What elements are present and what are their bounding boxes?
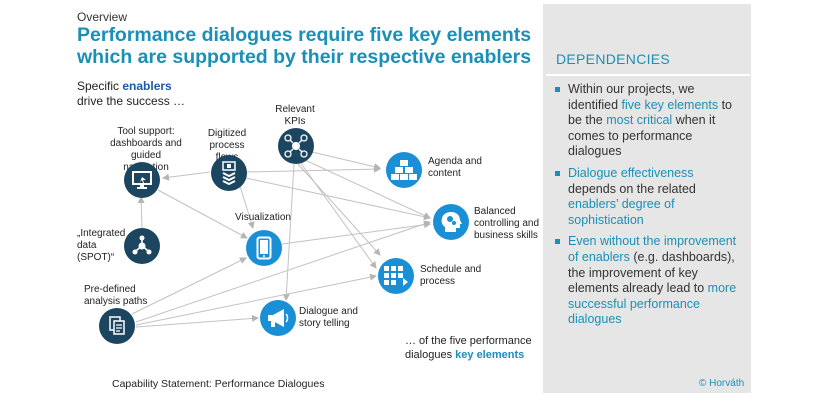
label-integrated-data: „Integrated data (SPOT)“ xyxy=(77,228,126,263)
label-dialogue: Dialogue and story telling xyxy=(299,306,358,329)
arrow-analysis-to-balanced xyxy=(135,220,431,323)
hub-icon xyxy=(132,235,152,255)
node-relevant-kpis xyxy=(278,128,314,164)
arrow-digitized-to-balanced xyxy=(245,177,431,221)
tablet-icon xyxy=(256,236,272,260)
arrow-data-to-tool xyxy=(137,196,145,229)
page-title: Performance dialogues require five key e… xyxy=(77,24,532,68)
bullet-1-highlight-a: five key elements xyxy=(621,97,719,112)
intro-line2: drive the success … xyxy=(77,94,186,108)
agenda-blocks-icon xyxy=(391,160,417,180)
dependency-arrows xyxy=(131,151,431,328)
panel-divider xyxy=(546,74,750,76)
arrow-analysis-to-visualization xyxy=(131,257,247,315)
megaphone-icon xyxy=(268,309,289,327)
dependencies-panel xyxy=(543,4,751,393)
arrow-kpis-to-schedule xyxy=(299,161,377,269)
label-visualization: Visualization xyxy=(235,212,291,223)
bullet-2: Dialogue effectiveness depends on the re… xyxy=(552,166,744,228)
bullet-2-highlight-b: enablers’ degree of sophistication xyxy=(568,197,675,227)
overview-label: Overview xyxy=(77,10,128,24)
bullet-1-text-a: Within our projects, we identified xyxy=(568,82,695,112)
panel-bullets: Within our projects, we identified five … xyxy=(552,82,744,334)
copyright: © Horváth xyxy=(699,378,745,389)
arrow-analysis-to-schedule xyxy=(135,273,377,326)
node-agenda xyxy=(386,152,422,188)
arrow-kpis-to-balanced xyxy=(304,159,431,219)
bullet-3-highlight-a: Even without the improvement of enablers xyxy=(568,234,737,264)
label-analysis-paths: Pre-defined analysis paths xyxy=(84,284,148,307)
schedule-grid-icon xyxy=(384,266,408,286)
label-relevant-kpis: Relevant KPIs xyxy=(275,104,315,127)
process-flow-icon xyxy=(222,161,236,185)
bullet-1-text-c: when it comes to performance dialogues xyxy=(568,113,716,159)
bullet-2-highlight-a: Dialogue effectiveness xyxy=(568,165,694,180)
label-schedule: Schedule and process xyxy=(420,264,482,287)
arrow-digitized-to-visualization xyxy=(239,185,255,229)
arrow-digitized-to-tool xyxy=(162,171,211,181)
arrow-kpis-to-dialogue xyxy=(282,163,295,301)
bullet-square-icon xyxy=(555,170,560,176)
node-digitized-flows xyxy=(211,155,247,191)
node-integrated-data xyxy=(124,228,160,264)
bullet-3-text-a: (e.g. dashboards), the improvement of ke… xyxy=(568,249,735,296)
node-tool-support xyxy=(124,162,160,198)
intro-text: Specific enablers drive the success … xyxy=(77,79,185,109)
footer-caption: Capability Statement: Performance Dialog… xyxy=(112,378,325,390)
label-agenda: Agenda and content xyxy=(428,156,482,179)
bullet-3-highlight-b: more successful performance dialogues xyxy=(568,281,737,327)
head-gears-icon xyxy=(441,212,462,232)
closing-line1: … of the five performance xyxy=(405,335,532,347)
arrow-analysis-to-dialogue xyxy=(135,314,259,328)
arrow-tool-to-visualization xyxy=(157,189,248,239)
node-dialogue xyxy=(260,300,296,336)
documents-icon xyxy=(109,316,125,335)
intro-prefix: Specific xyxy=(77,79,123,93)
closing-text: … of the five performance dialogues key … xyxy=(405,334,532,362)
panel-heading: DEPENDENCIES xyxy=(556,51,671,67)
node-balanced xyxy=(433,204,469,240)
bullet-1: Within our projects, we identified five … xyxy=(552,82,744,160)
arrow-kpis-to-schedule-2 xyxy=(297,163,381,256)
monitor-icon xyxy=(132,171,152,189)
bullet-1-highlight-b: most critical xyxy=(606,113,673,128)
closing-prefix: dialogues xyxy=(405,349,456,361)
node-analysis-paths xyxy=(99,308,135,344)
bullet-square-icon xyxy=(555,239,560,245)
bullet-3: Even without the improvement of enablers… xyxy=(552,234,744,328)
bullet-1-text-b: to be the xyxy=(568,97,732,128)
node-visualization xyxy=(246,230,282,266)
arrow-kpis-to-agenda xyxy=(311,151,381,171)
bullet-2-text-a: depends on the related xyxy=(568,181,696,196)
label-balanced: Balanced controlling and business skills xyxy=(474,206,540,241)
intro-bold: enablers xyxy=(122,79,172,93)
arrow-visualization-to-balanced xyxy=(281,221,431,245)
kpi-network-icon xyxy=(284,134,308,158)
bullet-square-icon xyxy=(555,87,560,92)
arrow-digitized-to-agenda xyxy=(245,165,381,173)
node-schedule xyxy=(378,258,414,294)
closing-bold: key elements xyxy=(455,349,525,361)
